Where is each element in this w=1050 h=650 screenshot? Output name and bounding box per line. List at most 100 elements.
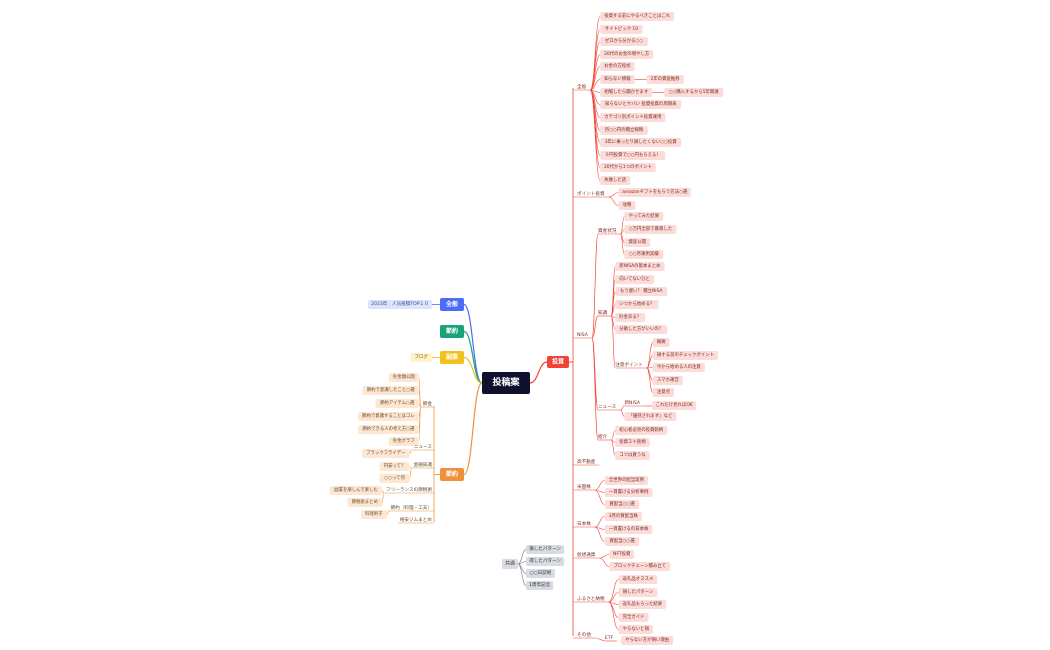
leaf-node[interactable]: 投資スト銘柄 [615,438,650,447]
leaf-node[interactable]: 返礼品オススメ [618,575,658,584]
leaf-node[interactable]: スマホ運営 [652,376,683,385]
leaf-node[interactable]: 知らない情報 [600,75,635,84]
leaf-node[interactable]: 向いてないひと [615,275,655,284]
leaf-node[interactable]: 20代から1つのポイント [600,163,656,172]
leaf-node[interactable]: 買配当○○選 [604,537,640,546]
category-topic[interactable]: 全般 [577,83,587,90]
leaf-node[interactable]: NFT投資 [609,550,635,559]
leaf-node[interactable]: お金の方程式 [600,62,635,71]
category-topic[interactable]: NISA [577,332,589,338]
sub-topic[interactable]: 知識 [598,309,608,316]
leaf-node[interactable]: 貯金グラフ [388,437,419,446]
leaf-node[interactable]: カテゴリ別ポイント投資運用 [600,113,666,122]
leaf-node[interactable]: 節税術まとめ [347,498,382,507]
leaf-node[interactable]: 今から始める人の注意 [652,363,705,372]
leaf-node[interactable]: 注意点 [652,388,675,397]
leaf-node[interactable]: 買配当○○選 [604,500,640,509]
common-leaf[interactable]: 1周年記念 [526,581,554,590]
leaf-node[interactable]: 初心者必見の投資銘柄 [615,426,668,435]
leaf-node[interactable]: 副業を楽しんで楽しむ [330,486,382,495]
branch-yellow[interactable]: 副業 [440,351,464,364]
leaf-node[interactable]: 知らないとヤバい 投資投資の周期表 [600,100,682,109]
leaf-node[interactable]: やらない方が損い理由 [621,636,674,645]
category-topic[interactable]: ポイント投資 [577,190,605,197]
sub-topic[interactable]: ニュース [598,404,617,410]
leaf-node[interactable]: 「優待されます」など [624,412,677,421]
invest-node[interactable]: 投資 [547,356,569,368]
leaf-node[interactable]: 新NISAの基本まとめ [615,262,665,271]
leaf-node[interactable]: ○○月運用実績 [624,250,664,259]
sub-topic[interactable]: ニュース [414,444,433,450]
leaf-node[interactable]: これだけ見ればOK [652,401,697,410]
branch-green[interactable]: 節約 [440,325,464,338]
category-topic[interactable]: 高不動産 [577,458,596,465]
leaf-node[interactable]: 20代のお金の増やし方 [600,50,654,59]
leaf-node[interactable]: 分散した方がいいの？ [615,325,668,334]
leaf-node[interactable]: ０円投資で○○円もらえる！ [600,151,666,160]
sub-topic[interactable]: フリーランスの節税術 [386,486,432,493]
leaf-node[interactable]: 2023年 人気投稿TOP１０ [367,300,432,309]
leaf-node[interactable]: もう遅い？ 積立NISA [615,287,668,296]
sub-topic[interactable]: 紹介 [598,433,608,440]
common-leaf[interactable]: ○○日誌術 [526,569,555,578]
category-topic[interactable]: 米国株 [577,483,591,490]
leaf-node[interactable]: 3月の買配当株 [604,512,642,521]
sub-topic[interactable]: 節金 [423,400,433,407]
leaf-node[interactable]: ブロックチェーン積み立て [609,562,671,571]
leaf-node[interactable]: 攻略 [618,201,636,210]
leaf-node[interactable]: 一目置けるの日本株 [604,525,653,534]
leaf-node[interactable]: 節約で意識することはコレ [358,412,419,421]
branch-blue[interactable]: 全般 [440,298,464,311]
leaf-node[interactable]: 概要 [652,338,670,347]
leaf-node[interactable]: やらないと損 [618,625,653,634]
leaf-node[interactable]: 料理男子 [361,510,387,519]
leaf-node[interactable]: 貯金ある？ [615,313,646,322]
leaf-node[interactable]: amazonギフトをもらう方法○選 [618,188,691,197]
common-node[interactable]: 共通 [502,559,518,569]
leaf-node[interactable]: ○○購入するから5年間運 [664,88,724,97]
leaf-node[interactable]: やってみた結果 [624,212,664,221]
leaf-node[interactable]: ブラックフライデー [362,449,410,458]
leaf-node[interactable]: 失敗した話 [600,176,631,185]
branch-orange[interactable]: 節約 [440,468,464,481]
leaf-node[interactable]: 月○○円の積立戦略 [600,126,648,135]
leaf-node[interactable]: いつから始める？ [615,300,659,309]
leaf-node[interactable]: 損する前のチェックポイント [652,351,719,360]
category-topic[interactable]: ふるさと納税 [577,595,605,602]
leaf-node[interactable]: ○万円全部で暴落した [624,225,677,234]
category-topic[interactable]: 仮想通貨 [577,551,596,558]
leaf-node[interactable]: 円安って？ [379,462,410,471]
root-node[interactable]: 投稿案 [482,372,530,394]
sub-topic[interactable]: ETF [605,635,614,641]
sub-topic[interactable]: 節約（料理・工夫） [391,504,432,511]
sub-topic[interactable]: 格安ジムまとめ [400,516,433,523]
common-leaf[interactable]: 損したパターン [526,545,565,554]
leaf-node[interactable]: ○○って何 [379,474,410,483]
connector-line [594,489,605,505]
leaf-node[interactable]: ブログ [410,353,432,362]
leaf-node[interactable]: 投資する前にやるべきことはこれ [600,12,675,21]
leaf-node[interactable]: 3年に乗ったり損したくない○○投資 [600,138,682,147]
leaf-node[interactable]: 2年の資産推移 [646,75,684,84]
sub-topic[interactable]: 資産状況 [598,227,617,234]
sub-topic[interactable]: 新NISA [624,399,640,406]
leaf-node[interactable]: 返礼品もらった結果 [618,600,667,609]
leaf-node[interactable]: 資産公開 [624,238,651,247]
leaf-node[interactable]: 節約アイテム○選 [375,399,419,408]
leaf-node[interactable]: 一目置ける分析事例 [604,488,653,497]
leaf-node[interactable]: 損したパターン [618,588,658,597]
category-topic[interactable]: 日本株 [577,520,591,527]
leaf-node[interactable]: 節約で意識したこと○選 [362,386,419,395]
leaf-node[interactable]: サイトピック 10 [600,25,643,34]
sub-topic[interactable]: 金融知識 [414,461,433,468]
leaf-node[interactable]: 全世界の配当実例 [604,476,648,485]
leaf-node[interactable]: 貯金額公開 [388,373,419,382]
leaf-node[interactable]: ゼロから分かる○○ [600,37,648,46]
leaf-node[interactable]: コツは買うな [615,451,650,460]
common-leaf[interactable]: 得したパターン [526,557,565,566]
sub-topic[interactable]: 注意ポイント [615,361,643,368]
leaf-node[interactable]: 節約できる人の考え方○選 [358,425,419,434]
category-topic[interactable]: その他 [577,631,591,638]
leaf-node[interactable]: 相場したら聞かせます [600,88,653,97]
leaf-node[interactable]: 完全ガイド [618,613,649,622]
